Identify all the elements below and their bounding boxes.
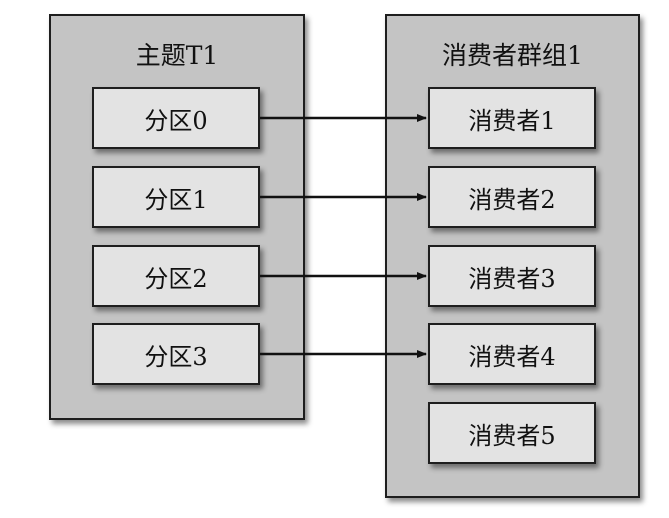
consumer-box-4: 消费者4 <box>428 323 596 385</box>
partition-box-2: 分区2 <box>92 245 260 307</box>
consumer-box-2: 消费者2 <box>428 166 596 228</box>
consumer-box-1: 消费者1 <box>428 87 596 149</box>
consumer-box-5: 消费者5 <box>428 402 596 464</box>
partition-box-0: 分区0 <box>92 87 260 149</box>
consumer-group-title: 消费者群组1 <box>442 41 583 70</box>
partition-box-3: 分区3 <box>92 323 260 385</box>
topic-title: 主题T1 <box>135 41 219 70</box>
consumer-box-3: 消费者3 <box>428 245 596 307</box>
partition-box-1: 分区1 <box>92 166 260 228</box>
